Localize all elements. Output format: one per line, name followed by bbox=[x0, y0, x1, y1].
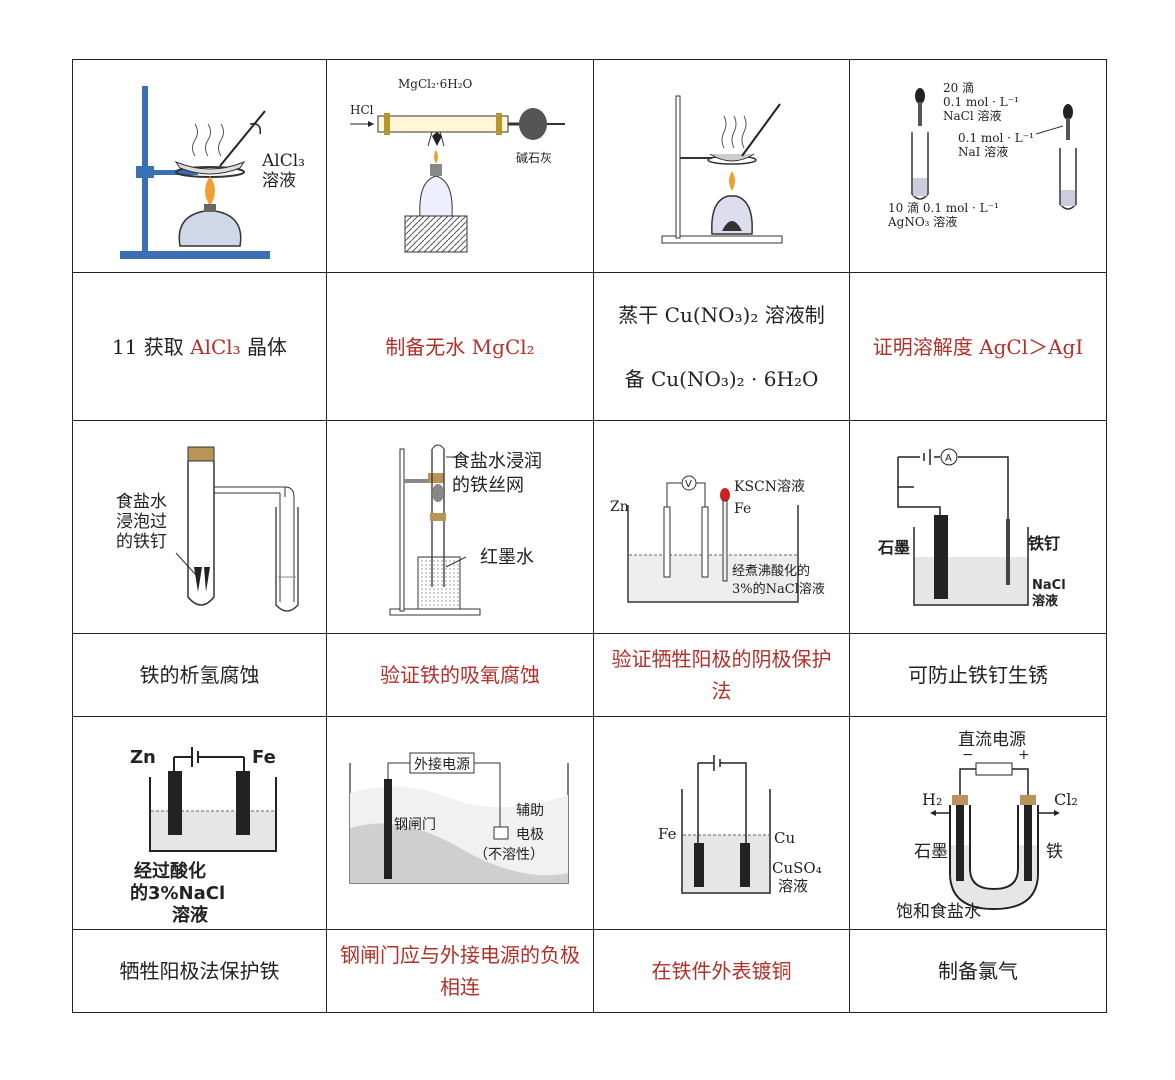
cuso4-label: CuSO₄ bbox=[772, 859, 822, 877]
zinc-electrode-label: Zn bbox=[610, 499, 629, 515]
caption-rust-protection: 可防止铁钉生锈 bbox=[849, 633, 1107, 717]
cuno3-apparatus-cell bbox=[593, 59, 850, 273]
ammeter-symbol: A bbox=[945, 453, 952, 464]
minus-sign: − bbox=[962, 747, 974, 763]
wire-mesh-label-2: 的铁丝网 bbox=[452, 475, 524, 496]
saturated-brine-label: 饱和食盐水 bbox=[896, 902, 981, 922]
aux-electrode-label-2: 电极 bbox=[516, 827, 544, 843]
caption-chlorine-prep: 制备氯气 bbox=[849, 929, 1107, 1013]
cuno3-evaporation-diagram bbox=[661, 95, 782, 244]
drops-20-label: 20 滴 bbox=[943, 80, 974, 95]
alcl3-formula: AlCl₃ bbox=[190, 334, 241, 359]
nai-solution-label: NaI 溶液 bbox=[958, 144, 1008, 159]
caption-copper-plating: 在铁件外表镀铜 bbox=[593, 929, 850, 1013]
caption-hydrogen-corrosion: 铁的析氢腐蚀 bbox=[72, 633, 327, 717]
brine-nail-label-3: 的铁钉 bbox=[116, 532, 167, 552]
agcl-agi-apparatus-cell: 20 滴 0.1 mol · L⁻¹ NaCl 溶液 0.1 mol · L⁻¹… bbox=[849, 59, 1107, 273]
mgcl2-apparatus-cell: MgCl₂·6H₂O HCl 碱石灰 bbox=[326, 59, 594, 273]
nacl-conc-label: 0.1 mol · L⁻¹ bbox=[943, 95, 1019, 109]
hydrogen-corrosion-cell: 食盐水 浸泡过 的铁钉 bbox=[72, 420, 327, 634]
wire-mesh-label-1: 食盐水浸润 bbox=[452, 451, 542, 472]
rust-protection-diagram: A 石墨 铁钉 NaCl 溶液 bbox=[877, 448, 1066, 609]
cu-electrode-label: Cu bbox=[774, 829, 795, 847]
aux-electrode-label-3: （不溶性） bbox=[474, 847, 544, 863]
fe-workpiece-label: Fe bbox=[658, 825, 677, 843]
acidified-label-2: 的3%NaCl bbox=[130, 882, 225, 904]
cl2-label: Cl₂ bbox=[1054, 790, 1078, 809]
hydrogen-corrosion-diagram: 食盐水 浸泡过 的铁钉 bbox=[116, 446, 299, 612]
red-ink-label: 红墨水 bbox=[480, 547, 534, 568]
iron-electrode-label-2: 铁 bbox=[1046, 842, 1063, 862]
image-row-3: Zn Fe 经过酸化 的3%NaCl 溶液 外接电源 bbox=[72, 716, 1107, 930]
zn-fe-cell-diagram: Zn Fe 经过酸化 的3%NaCl 溶液 bbox=[130, 747, 277, 923]
aux-electrode-label-1: 辅助 bbox=[516, 803, 544, 819]
caption-solubility: 证明溶解度 AgCl＞AgI bbox=[849, 272, 1107, 421]
nacl-label: NaCl bbox=[1032, 578, 1066, 593]
h2-label: H₂ bbox=[922, 790, 942, 809]
rust-protection-cell: A 石墨 铁钉 NaCl 溶液 bbox=[849, 420, 1107, 634]
external-power-label: 外接电源 bbox=[414, 756, 470, 773]
solubility-test-diagram: 20 滴 0.1 mol · L⁻¹ NaCl 溶液 0.1 mol · L⁻¹… bbox=[887, 80, 1077, 229]
steel-gate-label: 钢闸门 bbox=[394, 817, 436, 833]
caption-mgcl2: 制备无水 MgCl₂ bbox=[326, 272, 594, 421]
brine-nail-label-2: 浸泡过 bbox=[116, 512, 167, 532]
sacrificial-anode-diagram: V Zn KSCN溶液 Fe 经煮沸酸化的 3%的NaCl溶液 bbox=[610, 475, 825, 603]
sacrificial-protection-cell: Zn Fe 经过酸化 的3%NaCl 溶液 bbox=[72, 716, 327, 930]
solution-label: 溶液 bbox=[1032, 593, 1058, 609]
caption-sacrificial-anode: 验证牺牲阳极的阴极保护法 bbox=[593, 633, 850, 717]
agno3-solution-label: AgNO₃ 溶液 bbox=[887, 214, 957, 229]
iron-nail-label: 铁钉 bbox=[1028, 534, 1060, 553]
caption-steel-gate: 钢闸门应与外接电源的负极相连 bbox=[326, 929, 594, 1013]
caption-oxygen-corrosion: 验证铁的吸氧腐蚀 bbox=[326, 633, 594, 717]
mgcl2-tube-diagram: MgCl₂·6H₂O HCl 碱石灰 bbox=[350, 77, 565, 253]
copper-plating-diagram: Fe Cu CuSO₄ 溶液 bbox=[658, 755, 822, 895]
graphite-label: 石墨 bbox=[877, 538, 910, 557]
caption-row-3: 牺牲阳极法保护铁 钢闸门应与外接电源的负极相连 在铁件外表镀铜 制备氯气 bbox=[72, 929, 1107, 1013]
graphite-electrode-label: 石墨 bbox=[914, 842, 948, 862]
caption-cuno3: 蒸干 Cu(NO₃)₂ 溶液制 备 Cu(NO₃)₂ · 6H₂O bbox=[593, 272, 850, 421]
hcl-label: HCl bbox=[350, 103, 374, 117]
plus-sign: + bbox=[1018, 747, 1030, 763]
soda-lime-label: 碱石灰 bbox=[516, 151, 552, 165]
mgcl2-hydrate-label: MgCl₂·6H₂O bbox=[398, 77, 473, 91]
caption-row-1: 11 获取 AlCl₃ 晶体 制备无水 MgCl₂ 蒸干 Cu(NO₃)₂ 溶液… bbox=[72, 272, 1107, 421]
oxygen-corrosion-cell: 食盐水浸润 的铁丝网 红墨水 bbox=[326, 420, 594, 634]
oxygen-corrosion-diagram: 食盐水浸润 的铁丝网 红墨水 bbox=[389, 444, 542, 616]
boiled-acidified-label: 经煮沸酸化的 bbox=[732, 563, 810, 579]
cuso4-solution-label: 溶液 bbox=[778, 877, 808, 895]
image-row-2: 食盐水 浸泡过 的铁钉 食盐水浸润 的铁丝网 红墨水 bbox=[72, 420, 1107, 634]
acidified-label-3: 溶液 bbox=[172, 904, 209, 923]
brine-nail-label-1: 食盐水 bbox=[116, 492, 167, 512]
steel-gate-cell: 外接电源 钢闸门 辅助 电极 （不溶性） bbox=[326, 716, 594, 930]
iron-electrode-label: Fe bbox=[734, 501, 751, 517]
caption-alcl3: 11 获取 AlCl₃ 晶体 bbox=[72, 272, 327, 421]
sacrificial-anode-cell: V Zn KSCN溶液 Fe 经煮沸酸化的 3%的NaCl溶液 bbox=[593, 420, 850, 634]
nacl-3pct-label: 3%的NaCl溶液 bbox=[732, 581, 825, 597]
nai-conc-label: 0.1 mol · L⁻¹ bbox=[958, 131, 1034, 145]
chlorine-prep-cell: 直流电源 − + H₂ Cl₂ 石墨 铁 饱和食盐水 bbox=[849, 716, 1107, 930]
acidified-label-1: 经过酸化 bbox=[134, 860, 206, 882]
nacl-solution-label: NaCl 溶液 bbox=[943, 108, 1002, 123]
caption-row-2: 铁的析氢腐蚀 验证铁的吸氧腐蚀 验证牺牲阳极的阴极保护法 可防止铁钉生锈 bbox=[72, 633, 1107, 717]
chlorine-electrolysis-diagram: 直流电源 − + H₂ Cl₂ 石墨 铁 饱和食盐水 bbox=[896, 730, 1078, 922]
kscn-label: KSCN溶液 bbox=[734, 479, 805, 495]
dc-power-label: 直流电源 bbox=[958, 730, 1026, 750]
fe-label: Fe bbox=[252, 747, 276, 768]
steel-gate-diagram: 外接电源 钢闸门 辅助 电极 （不溶性） bbox=[349, 752, 569, 884]
copper-plating-cell: Fe Cu CuSO₄ 溶液 bbox=[593, 716, 850, 930]
voltmeter-symbol: V bbox=[685, 479, 692, 490]
zn-label: Zn bbox=[130, 747, 156, 768]
caption-sacrificial-protection: 牺牲阳极法保护铁 bbox=[72, 929, 327, 1013]
agno3-conc-label: 10 滴 0.1 mol · L⁻¹ bbox=[888, 200, 999, 215]
